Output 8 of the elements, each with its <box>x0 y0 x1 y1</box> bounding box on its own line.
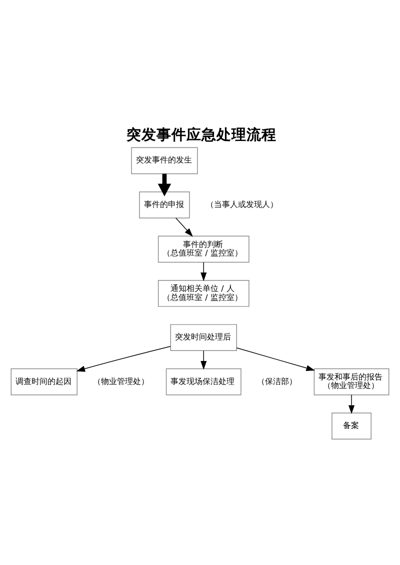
arrow <box>200 350 207 370</box>
arrow <box>348 394 355 414</box>
arrow <box>175 218 193 237</box>
arrow <box>158 174 172 196</box>
diagram-title: 突发事件应急处理流程 <box>126 128 276 144</box>
arrow <box>236 348 315 372</box>
arrow <box>200 262 207 282</box>
arrow <box>76 346 171 372</box>
